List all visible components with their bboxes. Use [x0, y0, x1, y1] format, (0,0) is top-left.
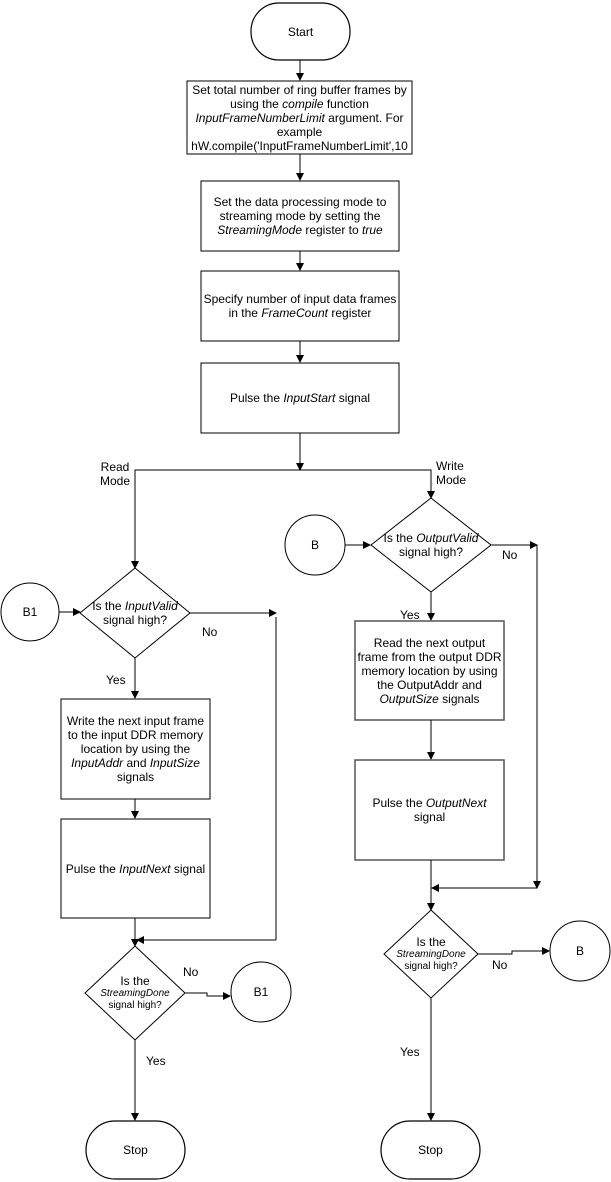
stop-left-terminator [85, 1120, 186, 1180]
no-output-valid-label: No [502, 548, 518, 562]
yes-output-valid-label: Yes [400, 608, 420, 622]
b1-left-label: B1 [22, 605, 38, 619]
frame-count-text: Specify number of input data frames in t… [203, 292, 397, 320]
edge-done-left-no [185, 992, 231, 1000]
b1-right-label: B1 [253, 985, 269, 999]
edge-write-mode [300, 469, 435, 499]
output-valid-text: Is the OutputValid signal high? [383, 531, 479, 559]
input-valid-text: Is the InputValid signal high? [92, 599, 178, 627]
streaming-done-left-text: Is the StreamingDone signal high? [100, 974, 170, 1011]
edge-done-right-no [478, 947, 550, 955]
input-start-text: Pulse the InputStart signal [229, 391, 371, 405]
streaming-done-right-text: Is the StreamingDone signal high? [396, 935, 466, 972]
set-ring-buffer-box [186, 80, 413, 155]
b-right-label: B [575, 944, 584, 958]
no-input-valid-label: No [202, 625, 218, 639]
yes-done-left-label: Yes [146, 1054, 166, 1068]
output-next-box [354, 759, 505, 861]
b-left-label: B [310, 538, 319, 552]
set-mode-text: Set the data processing mode to streamin… [213, 195, 387, 237]
yes-input-valid-label: Yes [106, 673, 126, 687]
stop-right-terminator [380, 1120, 481, 1180]
stop-left-label: Stop [123, 1143, 148, 1157]
write-frame-text: Write the next input frame to the input … [66, 714, 205, 784]
read-frame-text: Read the next output frame from the outp… [357, 635, 502, 706]
read-frame-box [354, 620, 505, 721]
stop-right-label: Stop [418, 1143, 443, 1157]
start-label: Start [287, 24, 314, 39]
input-next-box [60, 818, 211, 919]
b1-connector-right [230, 961, 292, 1023]
b-connector-right [549, 920, 611, 982]
yes-done-right-label: Yes [400, 1045, 420, 1059]
no-done-right-label: No [492, 958, 508, 972]
edge-read-mode [131, 469, 300, 569]
set-mode-box [200, 180, 400, 252]
write-frame-box [60, 698, 211, 800]
write-mode-label: Write Mode [436, 459, 467, 487]
read-mode-label: Read Mode [100, 460, 131, 488]
frame-count-box [200, 270, 400, 342]
set-ring-buffer-text: Set total number of ring buffer frames b… [191, 82, 408, 153]
input-start-box [200, 362, 400, 434]
input-next-text: Pulse the InputNext signal [65, 861, 206, 876]
output-next-text: Pulse the OutputNext signal [372, 796, 487, 824]
no-done-left-label: No [183, 965, 199, 979]
